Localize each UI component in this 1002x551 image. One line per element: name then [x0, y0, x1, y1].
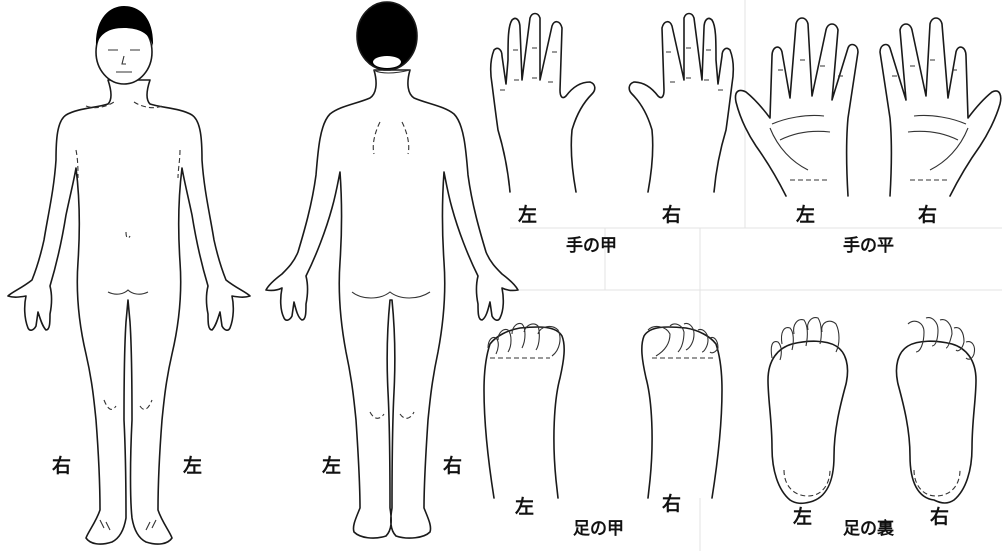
- hand-back-caption: 手の甲: [566, 238, 617, 255]
- hand-palm-right-figure[interactable]: [880, 18, 1001, 196]
- foot-top-right-label: 右: [662, 495, 681, 514]
- foot-sole-right-label: 右: [930, 508, 949, 527]
- foot-top-left-figure[interactable]: [484, 323, 564, 498]
- back-left-label: 左: [322, 457, 341, 476]
- foot-sole-right-figure[interactable]: [896, 318, 976, 503]
- foot-sole-left-label: 左: [793, 508, 812, 527]
- front-right-label: 右: [52, 457, 71, 476]
- foot-sole-left-figure[interactable]: [768, 318, 848, 504]
- hand-back-right-figure[interactable]: [629, 14, 733, 193]
- hand-palm-caption: 手の平: [843, 238, 894, 255]
- hand-back-left-label: 左: [518, 206, 537, 225]
- hand-back-left-figure[interactable]: [491, 14, 595, 193]
- front-left-label: 左: [183, 457, 202, 476]
- foot-top-right-figure[interactable]: [642, 323, 722, 498]
- hand-back-right-label: 右: [662, 206, 681, 225]
- front-body-figure[interactable]: [8, 6, 250, 544]
- foot-top-left-label: 左: [515, 498, 534, 517]
- foot-top-caption: 足の甲: [573, 521, 624, 538]
- hand-palm-left-figure[interactable]: [735, 18, 858, 196]
- hand-palm-left-label: 左: [796, 206, 815, 225]
- foot-sole-caption: 足の裏: [843, 521, 894, 538]
- back-right-label: 右: [443, 457, 462, 476]
- hand-palm-right-label: 右: [918, 206, 937, 225]
- back-body-figure[interactable]: [266, 2, 518, 538]
